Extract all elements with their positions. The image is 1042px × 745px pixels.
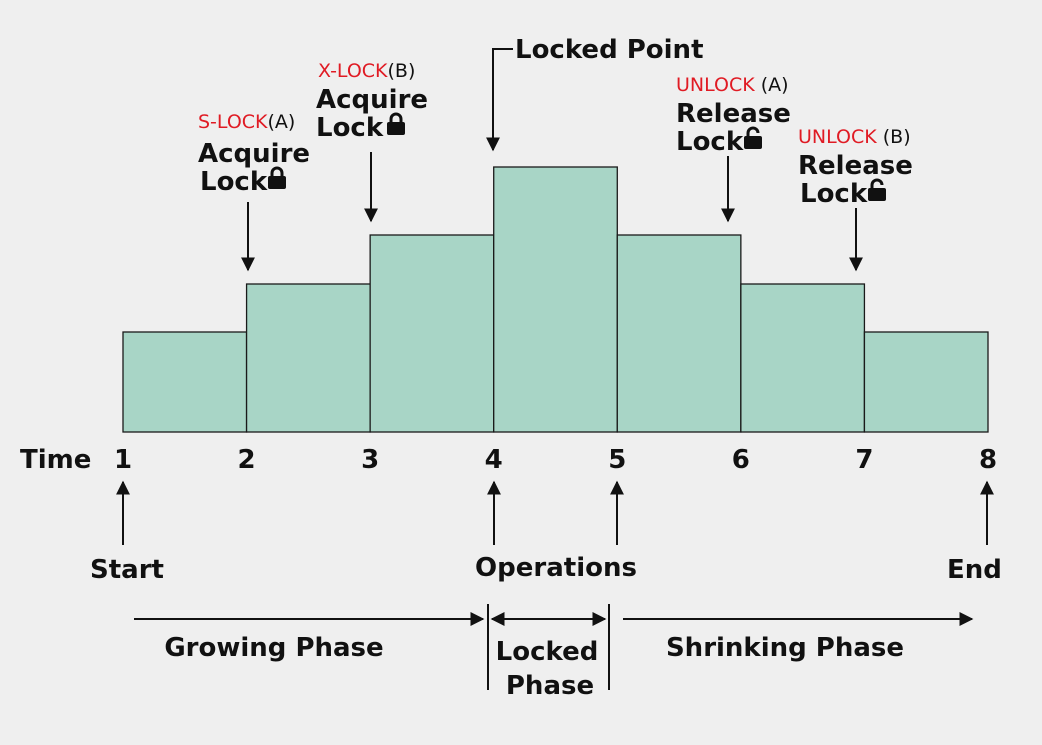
bar-4 bbox=[493, 166, 618, 433]
time-tick-2: 2 bbox=[238, 445, 256, 475]
time-tick-5: 5 bbox=[608, 445, 626, 475]
time-ticks: 1 2 3 4 5 6 7 8 bbox=[114, 445, 997, 475]
locked-phase-label-line1: Locked bbox=[496, 637, 599, 667]
time-tick-8: 8 bbox=[979, 445, 997, 475]
event-lock-word: Lock bbox=[316, 113, 384, 143]
locked-phase-label-line2: Phase bbox=[506, 671, 594, 701]
event-lock-word: Lock bbox=[676, 127, 744, 157]
time-tick-6: 6 bbox=[732, 445, 750, 475]
bar-6 bbox=[740, 283, 866, 433]
bar-2 bbox=[245, 283, 371, 433]
event-lock-code-label: UNLOCK (A) bbox=[676, 74, 789, 96]
event-lock-word: Lock bbox=[200, 167, 268, 197]
bar-7 bbox=[863, 331, 989, 433]
event-lock-code-label: X-LOCK(B) bbox=[318, 60, 415, 82]
event-unlock-a: UNLOCK (A) Release Lock bbox=[676, 74, 791, 223]
time-axis-label: Time bbox=[20, 445, 91, 475]
event-lock-code-label: S-LOCK(A) bbox=[198, 111, 295, 133]
event-action-label: Acquire bbox=[198, 139, 310, 169]
end-label: End bbox=[947, 555, 1002, 585]
time-tick-4: 4 bbox=[485, 445, 503, 475]
event-s-lock-a: S-LOCK(A) Acquire Lock bbox=[198, 111, 310, 272]
bar-3 bbox=[369, 234, 495, 433]
operations-label: Operations bbox=[475, 553, 637, 583]
bar-5 bbox=[616, 234, 742, 433]
lock-closed-icon bbox=[268, 166, 286, 189]
locked-point-arrow bbox=[486, 48, 513, 152]
growing-phase-label: Growing Phase bbox=[164, 633, 383, 663]
lock-open-icon bbox=[744, 126, 762, 149]
event-action-label: Acquire bbox=[316, 85, 428, 115]
start-label: Start bbox=[90, 555, 164, 585]
shrinking-phase-label: Shrinking Phase bbox=[666, 633, 904, 663]
time-tick-3: 3 bbox=[361, 445, 379, 475]
bar-1 bbox=[122, 331, 248, 433]
event-action-label: Release bbox=[798, 151, 913, 181]
event-unlock-b: UNLOCK (B) Release Lock bbox=[798, 126, 913, 272]
lock-count-bars bbox=[122, 166, 989, 433]
lock-closed-icon bbox=[387, 112, 405, 135]
locked-point-label: Locked Point bbox=[515, 35, 704, 65]
event-action-label: Release bbox=[676, 99, 791, 129]
event-lock-word: Lock bbox=[800, 179, 868, 209]
time-tick-7: 7 bbox=[855, 445, 873, 475]
event-lock-code-label: UNLOCK (B) bbox=[798, 126, 911, 148]
event-x-lock-b: X-LOCK(B) Acquire Lock bbox=[316, 60, 428, 223]
time-tick-1: 1 bbox=[114, 445, 132, 475]
locked-point-marker: Locked Point bbox=[486, 35, 704, 152]
lock-open-icon bbox=[868, 178, 886, 201]
